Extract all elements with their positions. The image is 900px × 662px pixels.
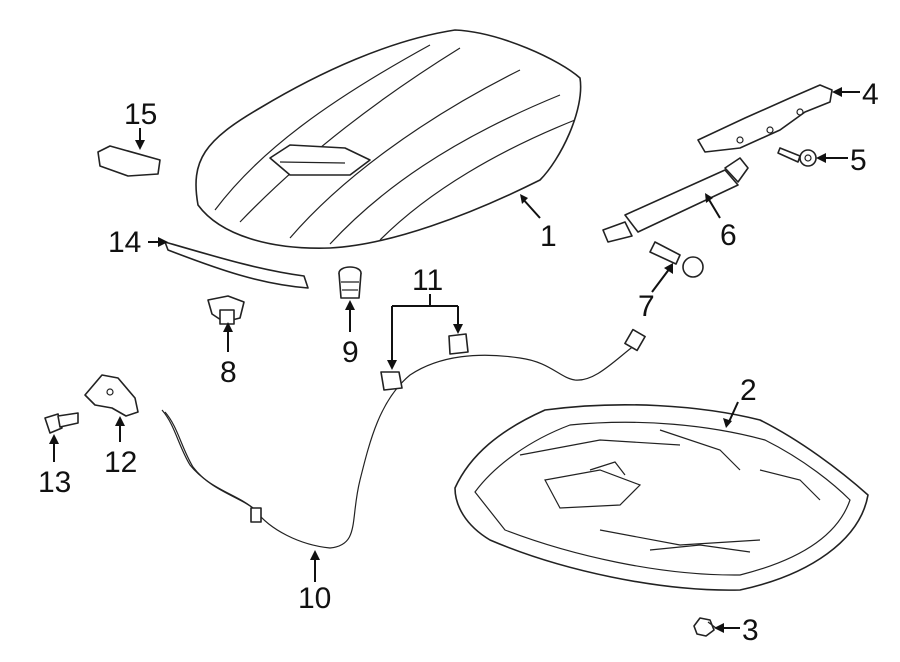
hood-trim-piece[interactable] (97, 145, 161, 177)
bumper-stop[interactable] (338, 266, 362, 299)
latch-bolt[interactable] (44, 412, 79, 434)
callout-14: 14 (108, 226, 141, 259)
callout-13: 13 (38, 466, 71, 499)
callout-6: 6 (720, 219, 737, 252)
hinge-bolt[interactable] (777, 147, 817, 167)
callout-12: 12 (104, 446, 137, 479)
callout-11: 11 (412, 264, 443, 297)
callout-4: 4 (862, 78, 879, 111)
hood-latch[interactable] (84, 374, 139, 417)
hood-insulator[interactable] (454, 404, 869, 591)
lift-support-strut[interactable] (602, 157, 749, 243)
callout-3: 3 (742, 614, 759, 647)
ball-stud[interactable] (649, 241, 704, 278)
hood-release-cable[interactable] (161, 328, 646, 549)
callout-7: 7 (638, 290, 655, 323)
callout-5: 5 (850, 144, 867, 177)
callout-15: 15 (124, 98, 157, 131)
callout-2: 2 (740, 374, 757, 407)
callout-1: 1 (540, 220, 557, 253)
push-pin-retainer[interactable] (693, 617, 717, 637)
callout-10: 10 (298, 582, 331, 615)
leader-lines (49, 87, 860, 633)
hood-panel[interactable] (195, 29, 582, 249)
callout-labels: 1 2 3 4 5 6 7 8 9 10 11 12 13 14 15 (38, 78, 879, 647)
callout-9: 9 (342, 336, 359, 369)
callout-8: 8 (220, 356, 237, 389)
hood-hinge[interactable] (697, 84, 833, 153)
cable-clips[interactable] (380, 333, 469, 391)
hood-seal[interactable] (164, 241, 309, 289)
hood-bumper-bracket[interactable] (207, 295, 245, 325)
